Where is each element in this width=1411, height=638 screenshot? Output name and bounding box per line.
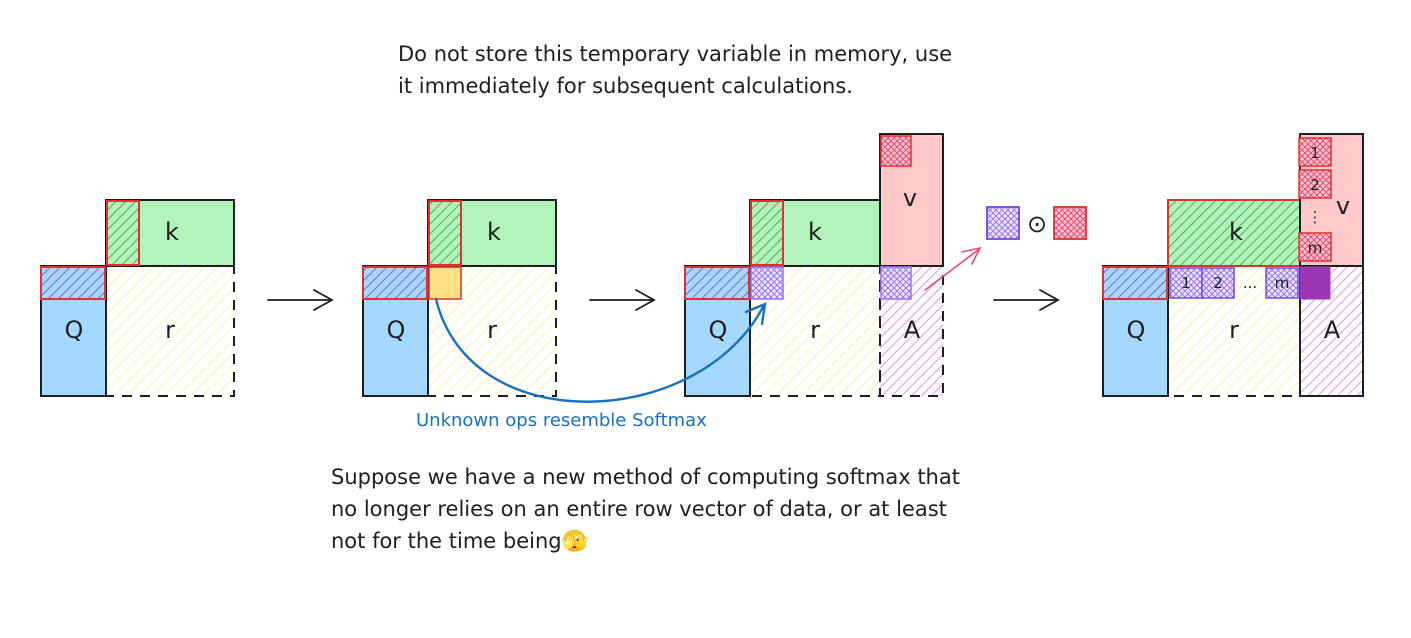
k-matrix — [1167, 199, 1301, 267]
k-label: k — [1229, 218, 1243, 246]
peeking-face-emoji: 🫣 — [561, 529, 588, 553]
elementwise-product: ⊙ — [986, 206, 1087, 240]
q-label: Q — [709, 316, 728, 344]
k-column-highlight — [750, 200, 784, 266]
method-note: Suppose we have a new method of computin… — [331, 461, 971, 557]
v-index-1: 1 — [1310, 144, 1320, 162]
r-label: r — [1229, 316, 1239, 344]
q-label: Q — [65, 316, 84, 344]
arrow-2 — [589, 289, 656, 311]
softmax-note: Unknown ops resemble Softmax — [416, 410, 707, 431]
k-column-highlight — [106, 200, 140, 266]
softmax-curve-arrow — [434, 297, 767, 403]
odot-symbol: ⊙ — [1027, 210, 1047, 238]
k-label: k — [165, 218, 179, 246]
v-block-m — [1298, 232, 1332, 262]
v-label: v — [1336, 192, 1350, 220]
panel-2: Q k r — [362, 199, 557, 397]
r-block-m — [1265, 267, 1299, 299]
r-label: r — [487, 316, 497, 344]
k-label: k — [487, 218, 501, 246]
r-block-1 — [1169, 267, 1203, 299]
r-block-2 — [1201, 267, 1235, 299]
v-index-dots: ⋮ — [1308, 208, 1323, 226]
q-label: Q — [387, 316, 406, 344]
q-row-highlight — [40, 266, 106, 300]
r-label: r — [810, 316, 820, 344]
v-label: v — [903, 184, 917, 212]
r-index-ellipsis: ... — [1243, 274, 1257, 292]
panel-4: 1 2 ⋮ m 1 2 ... m Q k r v A — [1102, 133, 1364, 397]
temp-score-cell — [428, 266, 462, 300]
purple-block — [986, 206, 1020, 240]
red-block — [1053, 206, 1087, 240]
a-cell-highlight — [880, 266, 912, 300]
v-block-1 — [1298, 137, 1332, 167]
output-cell — [1299, 266, 1331, 300]
q-row-highlight — [362, 266, 428, 300]
r-label: r — [165, 316, 175, 344]
temp-variable-note: Do not store this temporary variable in … — [398, 42, 953, 98]
v-row-highlight — [880, 135, 912, 167]
arrow-1 — [267, 289, 334, 311]
k-column-highlight — [428, 200, 462, 266]
q-row-highlight — [684, 266, 750, 300]
r-region — [749, 265, 881, 397]
method-note-text: Suppose we have a new method of computin… — [331, 465, 960, 553]
a-label: A — [904, 316, 921, 344]
q-row-highlight — [1102, 266, 1168, 300]
k-label: k — [808, 218, 822, 246]
panel-3: Q k r v A — [684, 133, 944, 397]
r-index-1: 1 — [1181, 274, 1191, 292]
v-index-m: m — [1308, 239, 1323, 257]
a-label: A — [1324, 316, 1341, 344]
r-index-2: 2 — [1213, 274, 1223, 292]
v-index-2: 2 — [1310, 176, 1320, 194]
v-block-2 — [1298, 169, 1332, 199]
q-label: Q — [1127, 316, 1146, 344]
pink-arrow — [924, 246, 982, 291]
panel-1: Q k r — [40, 199, 235, 397]
arrow-3 — [993, 289, 1060, 311]
r-index-m: m — [1275, 274, 1290, 292]
softmax-cell — [750, 266, 784, 300]
